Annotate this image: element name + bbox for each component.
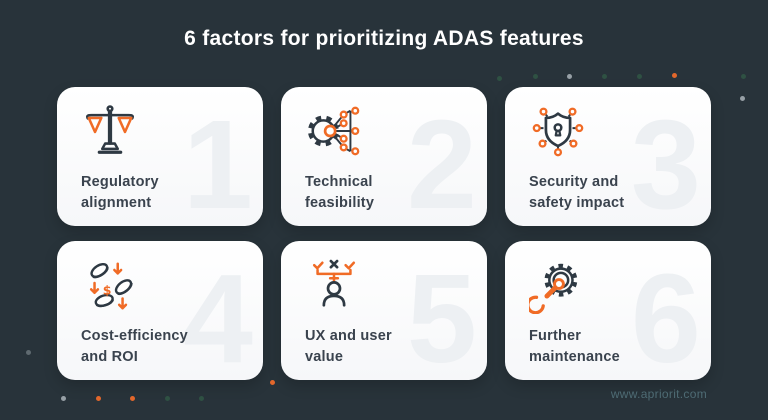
decorative-dot xyxy=(567,74,572,79)
card-number: 6 xyxy=(630,248,701,381)
card-cost-efficiency-roi: 4 $ xyxy=(57,241,263,380)
cards-grid: 1 Regulatory alignment xyxy=(57,87,711,380)
decorative-dot xyxy=(672,73,677,78)
card-number: 2 xyxy=(406,94,477,227)
card-security-safety-impact: 3 Security and safety impact xyxy=(505,87,711,226)
decorative-dot xyxy=(26,350,31,355)
decorative-dot xyxy=(165,396,170,401)
decorative-dot xyxy=(130,396,135,401)
card-label: Security and safety impact xyxy=(529,174,625,211)
card-number: 5 xyxy=(406,248,477,381)
decorative-dot xyxy=(96,396,101,401)
decorative-dot xyxy=(199,396,204,401)
svg-text:$: $ xyxy=(103,283,112,298)
decorative-dot xyxy=(740,96,745,101)
card-number: 3 xyxy=(630,94,701,227)
card-label: Technical feasibility xyxy=(305,174,375,211)
decorative-dot xyxy=(602,74,607,79)
decorative-dot xyxy=(741,74,746,79)
coins-arrows-icon: $ xyxy=(89,262,133,310)
website-watermark: www.apriorit.com xyxy=(610,387,707,401)
decorative-dot xyxy=(61,396,66,401)
card-regulatory-alignment: 1 Regulatory alignment xyxy=(57,87,263,226)
card-ux-user-value: 5 UX and user value xyxy=(281,241,487,380)
decorative-dot xyxy=(270,380,275,385)
gear-network-icon xyxy=(307,106,360,156)
user-choices-icon xyxy=(312,259,356,307)
card-label: Regulatory alignment xyxy=(81,174,159,211)
page-title: 6 factors for prioritizing ADAS features xyxy=(184,27,584,50)
gear-wrench-icon xyxy=(529,263,578,314)
shield-lock-icon xyxy=(532,107,584,157)
card-further-maintenance: 6 Further maintenance xyxy=(505,241,711,380)
card-number: 1 xyxy=(182,94,253,227)
decorative-dot xyxy=(637,74,642,79)
card-label: UX and user value xyxy=(305,328,392,365)
balance-scale-icon xyxy=(86,105,134,154)
card-technical-feasibility: 2 Technical feasibility xyxy=(281,87,487,226)
decorative-dot xyxy=(497,76,502,81)
card-label: Cost-efficiency and ROI xyxy=(81,328,188,365)
card-number: 4 xyxy=(182,248,253,381)
decorative-dot xyxy=(533,74,538,79)
card-label: Further maintenance xyxy=(529,328,620,365)
